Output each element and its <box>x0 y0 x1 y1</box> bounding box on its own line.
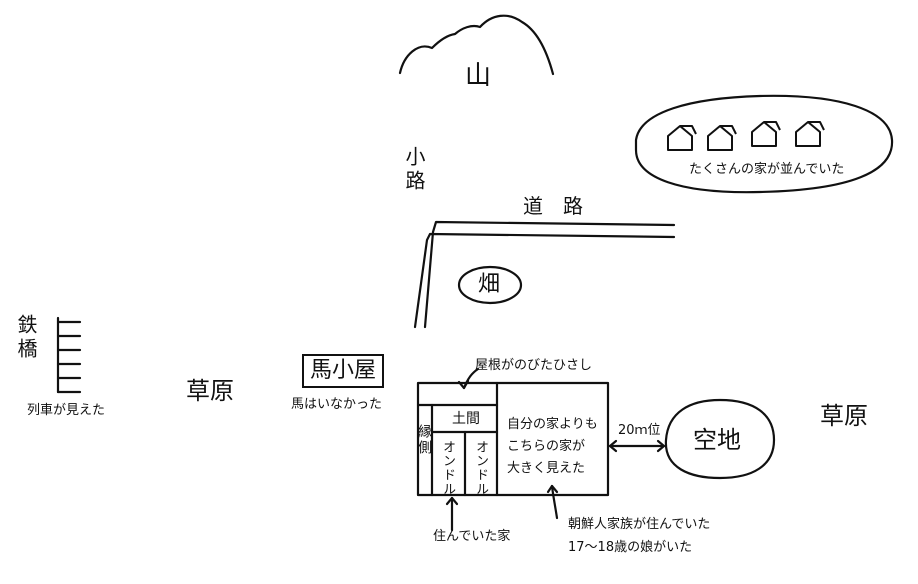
eaves-caption: 屋根がのびたひさし <box>475 358 593 373</box>
ondol-label-2: オンドル <box>473 440 488 496</box>
mountain-label: 山 <box>465 61 492 91</box>
no-horses-caption: 馬はいなかった <box>291 397 383 412</box>
vacant-lot-label: 空地 <box>693 426 741 454</box>
house-icon <box>667 125 697 151</box>
house-icon <box>751 121 781 147</box>
house-icon <box>707 125 737 151</box>
vacant-lot-oval <box>664 398 776 480</box>
korean-family-arrow <box>550 484 559 520</box>
earth-floor-label: 土間 <box>452 411 480 427</box>
mountain-outline <box>398 14 555 76</box>
bigger-house-line-1: 自分の家よりも <box>507 417 598 432</box>
house-icon <box>795 121 825 147</box>
field-oval <box>457 265 523 305</box>
small-road-label: 小路 <box>402 146 426 194</box>
bigger-house-line-3: 大きく見えた <box>507 461 586 476</box>
ondol-label-1: オンドル <box>440 440 455 496</box>
lived-house-caption: 住んでいた家 <box>433 529 511 544</box>
house-outer <box>416 381 610 497</box>
korean-family-caption: 朝鮮人家族が住んでいた <box>568 517 711 532</box>
bigger-house-line-2: こちらの家が <box>507 439 586 454</box>
railway-bridge-label: 鉄橋 <box>14 314 38 362</box>
train-seen-caption: 列車が見えた <box>27 403 106 418</box>
stable-label: 馬小屋 <box>302 354 385 388</box>
veranda-label: 縁側 <box>416 424 432 456</box>
field-label: 畑 <box>478 272 501 297</box>
small-road-line-left <box>413 232 676 329</box>
daughter-caption: 17～18歳の娘がいた <box>568 540 693 555</box>
grassland-right-label: 草原 <box>820 402 868 430</box>
grassland-left-label: 草原 <box>186 377 234 405</box>
houses-caption: たくさんの家が並んでいた <box>689 162 845 177</box>
houses-oval <box>634 94 894 194</box>
distance-label: 20ｍ位 <box>618 423 661 438</box>
small-road-line-right <box>423 220 676 329</box>
road-label: 道 路 <box>523 194 583 218</box>
